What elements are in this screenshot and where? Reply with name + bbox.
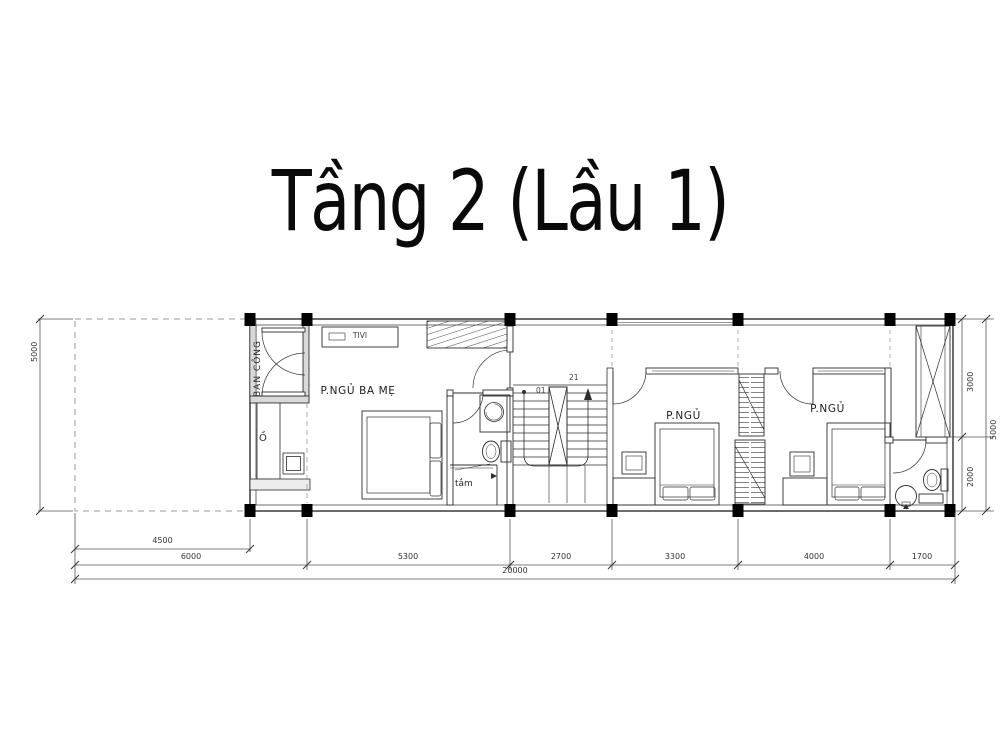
master-hall-door bbox=[472, 349, 512, 389]
dim-5300: 5300 bbox=[397, 552, 419, 561]
light-shaft bbox=[915, 325, 951, 438]
bedroom-2-door bbox=[612, 370, 647, 405]
bath-room-walls bbox=[450, 463, 498, 505]
bedroom-2-label: P.NGỦ bbox=[666, 410, 701, 422]
bedroom-3-door bbox=[779, 370, 814, 405]
tv-label: TIVI bbox=[352, 331, 368, 340]
balcony-double-door bbox=[261, 327, 306, 397]
dim-6000: 6000 bbox=[180, 552, 202, 561]
cabinet bbox=[782, 477, 828, 506]
tv-console bbox=[321, 326, 399, 348]
columns bbox=[244, 313, 956, 517]
bedroom-2 bbox=[612, 367, 739, 506]
closets bbox=[734, 373, 766, 505]
dim-1700: 1700 bbox=[911, 552, 933, 561]
dim-4000: 4000 bbox=[803, 552, 825, 561]
bedroom-3-bed bbox=[826, 422, 891, 506]
nightstand bbox=[621, 451, 647, 475]
dim-total-bottom: 20000 bbox=[502, 566, 528, 575]
bedroom-3-label: P.NGỦ bbox=[810, 403, 845, 415]
dim-3300: 3300 bbox=[664, 552, 686, 561]
page-title: Tầng 2 (Lầu 1) bbox=[271, 152, 730, 250]
dim-right-total: 5000 bbox=[989, 419, 998, 440]
bedroom-2-bed bbox=[654, 422, 720, 506]
stair-step-first: 01 bbox=[536, 386, 546, 395]
bathroom-2 bbox=[884, 436, 949, 509]
bathroom-2-door bbox=[892, 439, 927, 474]
dimension-lines bbox=[35, 314, 994, 584]
master-bath-door bbox=[452, 392, 484, 424]
cabinet bbox=[612, 477, 656, 506]
laundry-mark: Ồ bbox=[259, 433, 267, 444]
void-outline bbox=[74, 318, 251, 512]
bath-label: tắm bbox=[455, 479, 473, 489]
balcony-label: BAN CÔNG bbox=[253, 340, 263, 397]
dim-2700: 2700 bbox=[550, 552, 572, 561]
bedroom-3 bbox=[764, 367, 892, 506]
toilet bbox=[482, 440, 512, 463]
exterior-walls bbox=[249, 318, 954, 512]
dim-right-bottom: 2000 bbox=[966, 466, 975, 487]
shelf bbox=[918, 493, 944, 504]
toilet bbox=[923, 468, 949, 492]
dim-right-top: 3000 bbox=[966, 371, 975, 392]
master-bedroom-furniture bbox=[321, 320, 512, 500]
master-bed bbox=[361, 410, 443, 500]
staircase bbox=[513, 367, 614, 506]
dim-4500: 4500 bbox=[152, 536, 173, 545]
hallway-gridlines bbox=[611, 330, 891, 366]
wardrobe bbox=[426, 320, 512, 349]
sink bbox=[895, 485, 917, 509]
dim-left-total: 5000 bbox=[30, 341, 39, 362]
master-bedroom-label: P.NGỦ BA MẸ bbox=[320, 385, 396, 397]
nightstand bbox=[789, 451, 815, 477]
stair-walk-line bbox=[522, 388, 592, 467]
shower bbox=[479, 394, 511, 433]
stair-step-last: 21 bbox=[569, 373, 579, 382]
laundry-area bbox=[249, 402, 311, 503]
